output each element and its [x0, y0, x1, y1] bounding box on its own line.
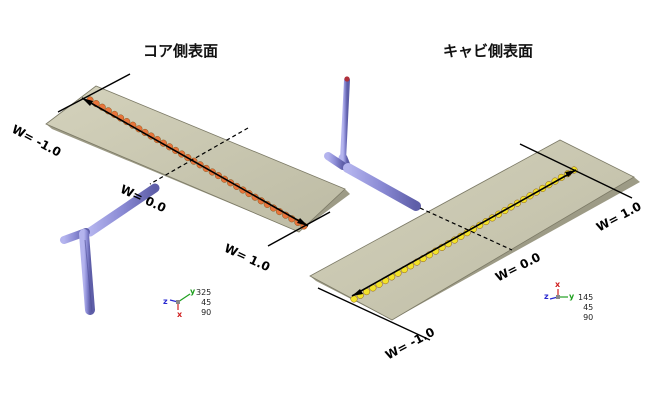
core-arrow: [81, 97, 309, 227]
core-boundary-lines: [57, 73, 331, 247]
cavity-boundary-lines: [317, 143, 633, 341]
core-runner: [60, 183, 160, 315]
core-side-model: [45, 73, 350, 315]
cavity-triad-y: y: [569, 292, 575, 301]
core-angle-2: 45: [201, 298, 212, 307]
cavity-runner: [324, 76, 421, 211]
cavity-angle-2: 45: [583, 303, 594, 312]
cavity-triad-x: x: [555, 280, 561, 289]
cavity-side-title: キャビ側表面: [443, 42, 534, 60]
cavity-side-model: [309, 76, 640, 341]
core-angle-1: 325: [196, 288, 212, 297]
core-view-angles: 325 45 90: [196, 288, 211, 318]
core-triad-z: z: [163, 297, 168, 306]
core-axis-triad: z x y: [163, 287, 196, 319]
core-side-title: コア側表面: [143, 42, 219, 60]
cavity-angle-1: 145: [578, 293, 594, 302]
cavity-bead: [350, 295, 358, 303]
cavity-arrow: [351, 169, 577, 297]
core-triad-y: y: [190, 287, 196, 296]
cavity-view-angles: 145 45 90: [578, 293, 593, 323]
cavity-triad-z: z: [544, 292, 549, 301]
core-triad-x: x: [177, 310, 183, 319]
cavity-axis-triad: z x y: [544, 280, 575, 301]
cavity-angle-3: 90: [583, 313, 594, 322]
core-angle-3: 90: [201, 308, 212, 317]
core-plate: [45, 85, 350, 233]
